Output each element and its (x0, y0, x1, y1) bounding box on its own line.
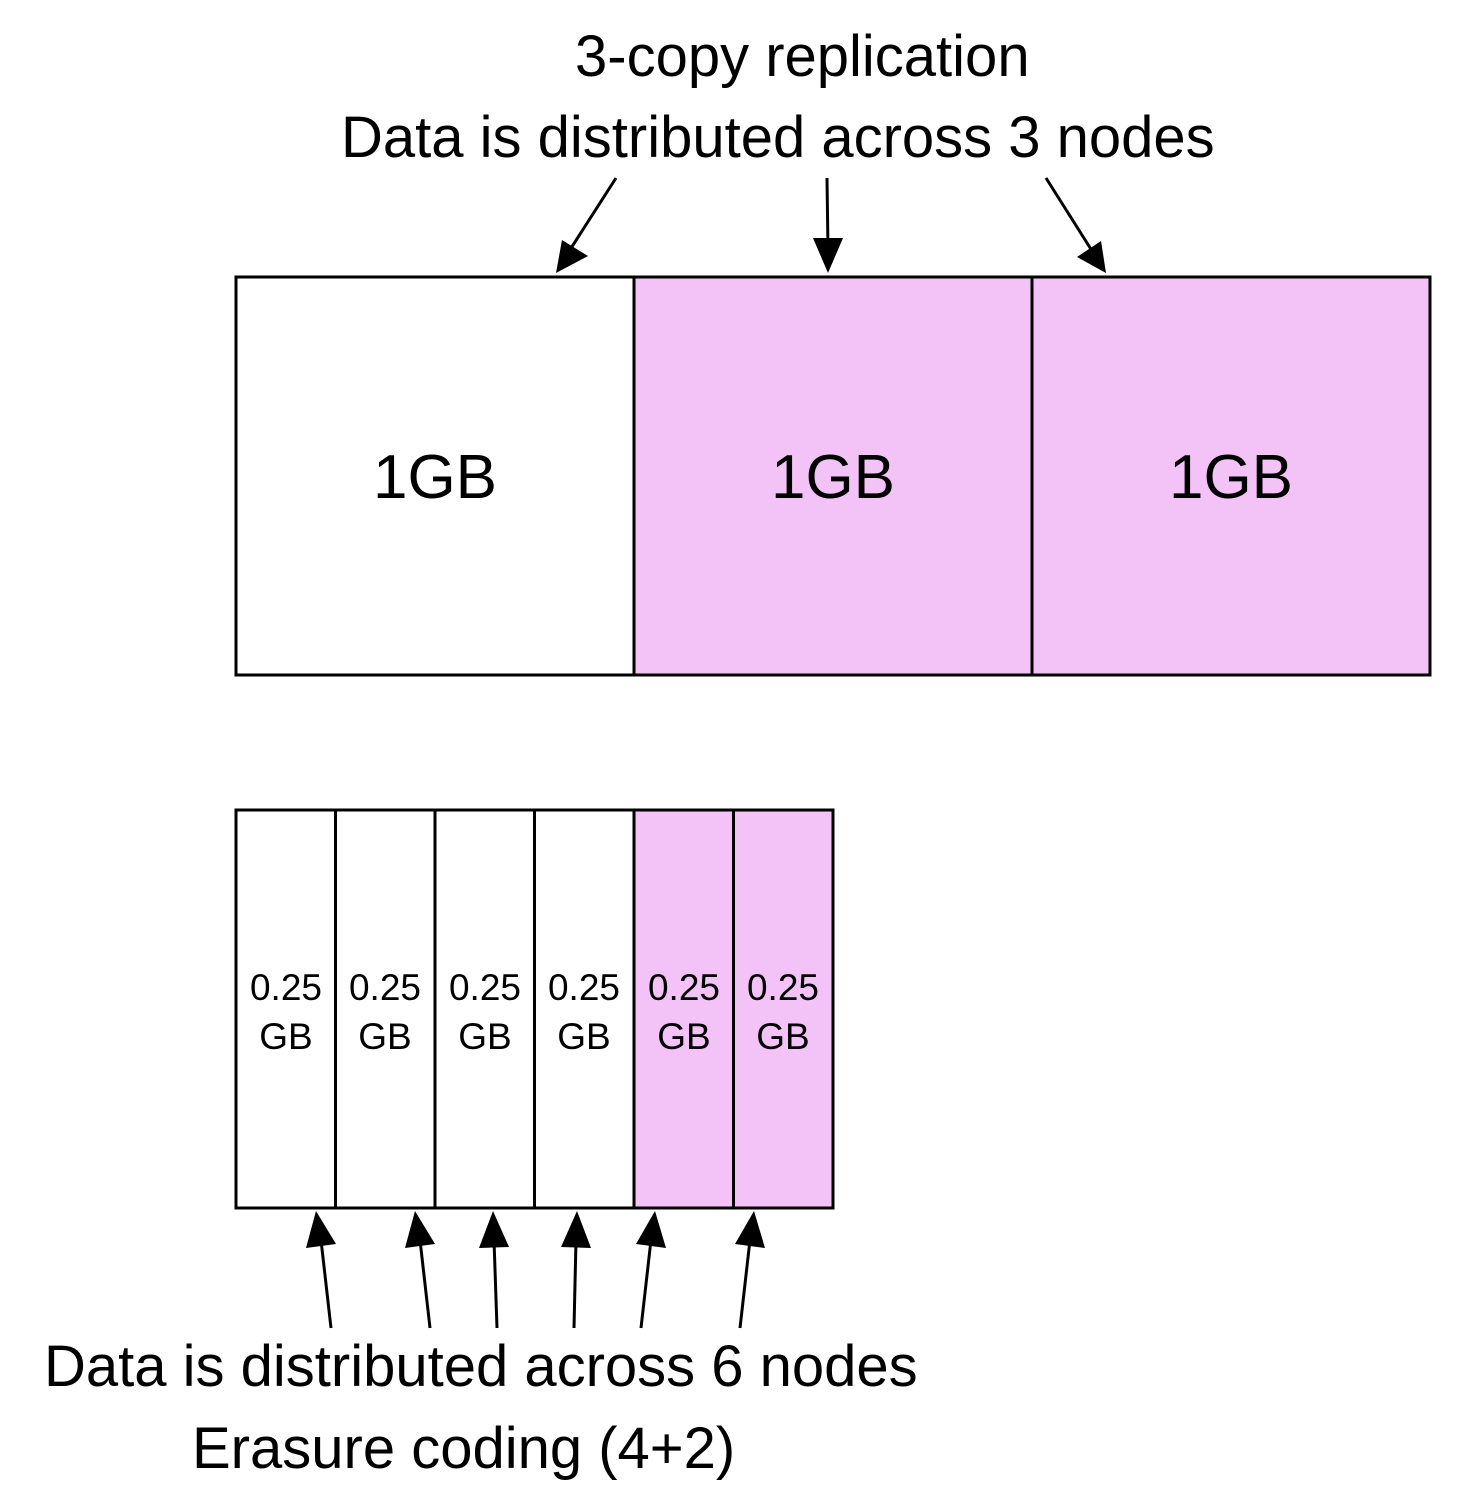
erasure-block-1 (234, 808, 337, 1210)
replication-arrowhead-3 (1077, 241, 1106, 273)
replication-subtitle: Data is distributed across 3 nodes (341, 105, 1215, 170)
erasure-title: Erasure coding (4+2) (192, 1416, 736, 1481)
replication-arrowhead-1 (556, 240, 588, 273)
erasure-block-6-unit: GB (756, 1016, 809, 1057)
erasure-arrow-2 (418, 1239, 432, 1329)
erasure-arrowhead-1 (306, 1211, 336, 1248)
erasure-block-4-value: 0.25 (548, 967, 620, 1008)
erasure-block-1-unit: GB (259, 1016, 312, 1057)
replication-block-2-label: 1GB (771, 443, 895, 512)
erasure-block-6-value: 0.25 (747, 967, 819, 1008)
erasure-block-4 (533, 808, 636, 1210)
erasure-block-2-value: 0.25 (349, 967, 421, 1008)
erasure-arrowhead-4 (561, 1211, 591, 1248)
replication-block-3 (1030, 275, 1432, 677)
erasure-arrow-4 (572, 1239, 578, 1329)
erasure-block-4-unit: GB (557, 1016, 610, 1057)
erasure-subtitle: Data is distributed across 6 nodes (44, 1334, 918, 1399)
erasure-block-3 (433, 808, 536, 1210)
erasure-arrowhead-3 (479, 1211, 509, 1248)
erasure-arrows (306, 1211, 765, 1329)
erasure-arrowhead-2 (405, 1211, 435, 1248)
erasure-arrow-5 (639, 1239, 653, 1329)
replication-block-1 (234, 275, 636, 677)
erasure-arrow-1 (319, 1239, 333, 1329)
erasure-blocks: 0.25 GB 0.25 GB 0.25 GB 0.25 GB 0.25 GB … (234, 808, 835, 1210)
erasure-block-2-unit: GB (358, 1016, 411, 1057)
replication-blocks: 1GB 1GB 1GB (234, 275, 1432, 677)
erasure-block-5 (632, 808, 735, 1210)
erasure-block-6 (732, 808, 835, 1210)
replication-arrow-3 (1044, 177, 1096, 255)
erasure-block-3-value: 0.25 (449, 967, 521, 1008)
replication-arrows (556, 177, 1106, 273)
erasure-arrowhead-5 (636, 1211, 666, 1248)
erasure-arrow-6 (738, 1239, 752, 1329)
erasure-block-3-unit: GB (458, 1016, 511, 1057)
erasure-arrow-3 (492, 1239, 499, 1329)
erasure-block-5-value: 0.25 (648, 967, 720, 1008)
erasure-block-2 (334, 808, 437, 1210)
erasure-arrowhead-6 (735, 1211, 765, 1248)
erasure-block-5-unit: GB (657, 1016, 710, 1057)
erasure-block-1-value: 0.25 (250, 967, 322, 1008)
replication-arrow-1 (564, 177, 618, 257)
replication-block-1-label: 1GB (373, 443, 497, 512)
replication-title: 3-copy replication (575, 24, 1030, 89)
replication-arrowhead-2 (813, 238, 843, 273)
replication-block-3-label: 1GB (1169, 443, 1293, 512)
